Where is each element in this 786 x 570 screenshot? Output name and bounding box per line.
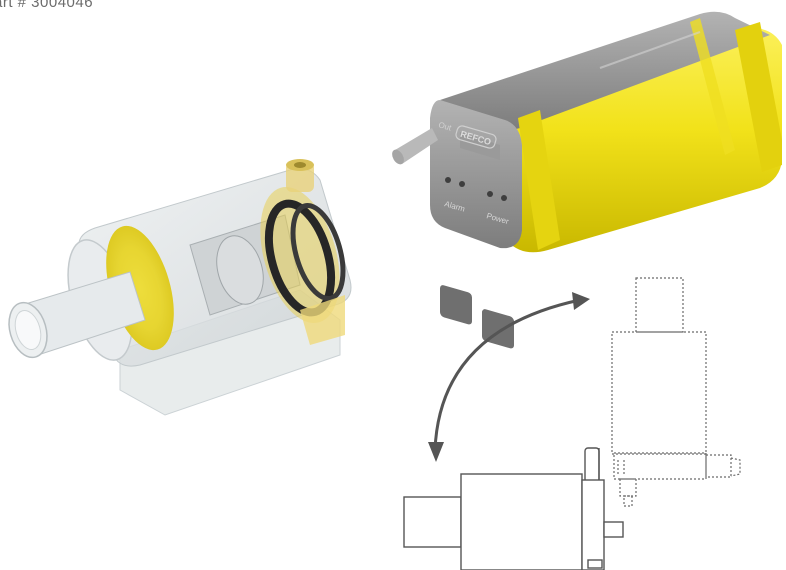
port-out-label: Out	[437, 120, 453, 132]
sensor-reservoir	[8, 159, 352, 416]
curved-arrow-icon	[428, 292, 590, 462]
part-number-caption: art # 3004046	[0, 0, 94, 11]
outlet-nozzle	[392, 128, 438, 165]
pump-outline-vertical	[611, 277, 741, 507]
pump-outline-icon	[403, 447, 624, 570]
alarm-connector	[440, 177, 472, 325]
inlet-pipe	[8, 271, 146, 359]
pump-unit: REFCO Out Alarm Power	[392, 11, 782, 349]
